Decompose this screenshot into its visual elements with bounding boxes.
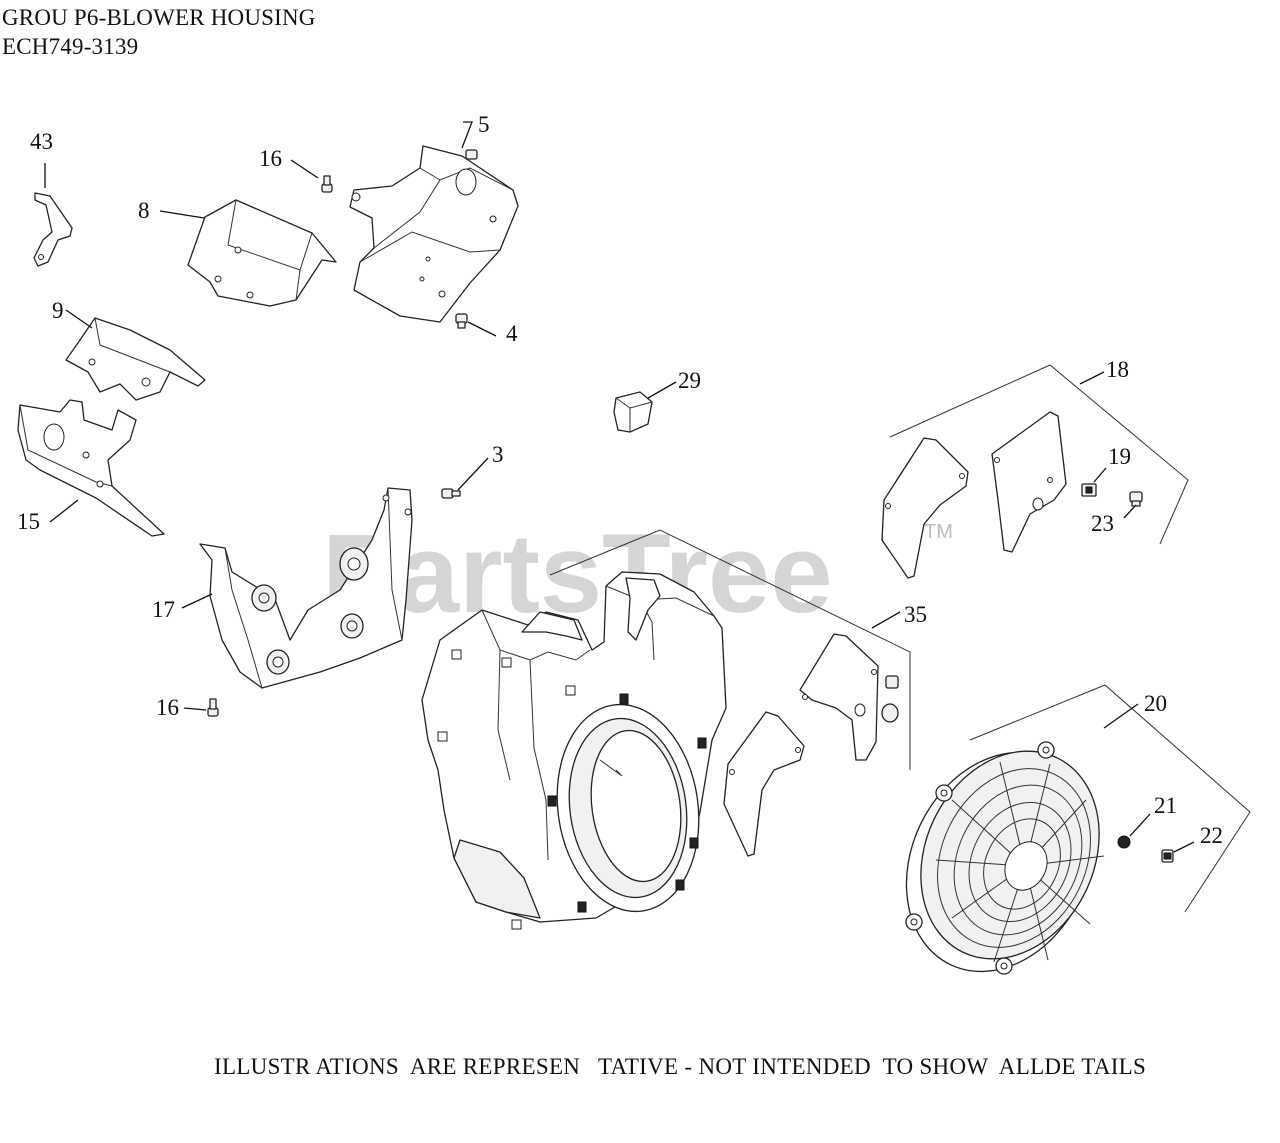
callout-20: 20 (1144, 691, 1167, 716)
part-5-screw[interactable] (465, 149, 478, 160)
part-35-seal-left[interactable] (723, 711, 805, 857)
part-3-screw[interactable] (441, 488, 461, 499)
part-20-fan-screen[interactable] (871, 721, 1133, 1003)
callout-16-bottom: 16 (156, 695, 179, 720)
part-9-small-baffle[interactable] (65, 317, 206, 401)
callout-5: 5 (478, 112, 490, 137)
callout-29: 29 (678, 368, 701, 393)
part-22-screw[interactable] (1161, 849, 1174, 863)
callout-16-top: 16 (259, 146, 282, 171)
part-16-screw-bottom[interactable] (207, 698, 219, 717)
part-17-curved-shroud[interactable] (199, 487, 413, 689)
part-35-seal-right[interactable] (799, 633, 879, 761)
callout-18: 18 (1106, 357, 1129, 382)
group-35-outline (549, 529, 911, 770)
part-16-screw-top[interactable] (321, 175, 333, 193)
callout-21: 21 (1154, 793, 1177, 818)
part-4-screw[interactable] (455, 313, 468, 329)
callout-9: 9 (52, 298, 64, 323)
watermark-tm: TM (924, 521, 953, 543)
part-18-seal-left[interactable] (881, 437, 969, 579)
part-29-plug[interactable] (613, 391, 653, 433)
callout-43: 43 (30, 129, 53, 154)
callout-8: 8 (138, 198, 150, 223)
diagram-group-title: GROU P6-BLOWER HOUSING (2, 5, 316, 30)
callout-17: 17 (152, 597, 175, 622)
part-8-cover-plate[interactable] (187, 199, 337, 307)
blower-housing[interactable] (421, 571, 727, 930)
callout-19: 19 (1108, 444, 1131, 469)
callout-4: 4 (506, 321, 518, 346)
callout-35: 35 (904, 602, 927, 627)
part-35-spacer[interactable] (881, 703, 899, 723)
group-20-outline (969, 684, 1251, 913)
part-23-screw[interactable] (1129, 491, 1143, 507)
callout-15: 15 (17, 509, 40, 534)
engine-model-number: ECH749-3139 (2, 34, 139, 59)
callout-23: 23 (1091, 511, 1114, 536)
callout-22: 22 (1200, 823, 1223, 848)
part-21-fastener[interactable] (1117, 835, 1131, 849)
part-5-baffle[interactable] (349, 145, 519, 323)
callout-3: 3 (492, 442, 504, 467)
part-35-screw[interactable] (885, 675, 899, 689)
part-19-nut[interactable] (1081, 483, 1097, 497)
illustration-disclaimer: ILLUSTR ATIONS ARE REPRESEN TATIVE - NOT… (214, 1054, 1147, 1079)
group-18-outline (889, 364, 1189, 545)
part-18-seal-right[interactable] (991, 411, 1067, 553)
part-15-side-shroud[interactable] (17, 399, 165, 537)
part-43-bracket[interactable] (33, 192, 73, 267)
